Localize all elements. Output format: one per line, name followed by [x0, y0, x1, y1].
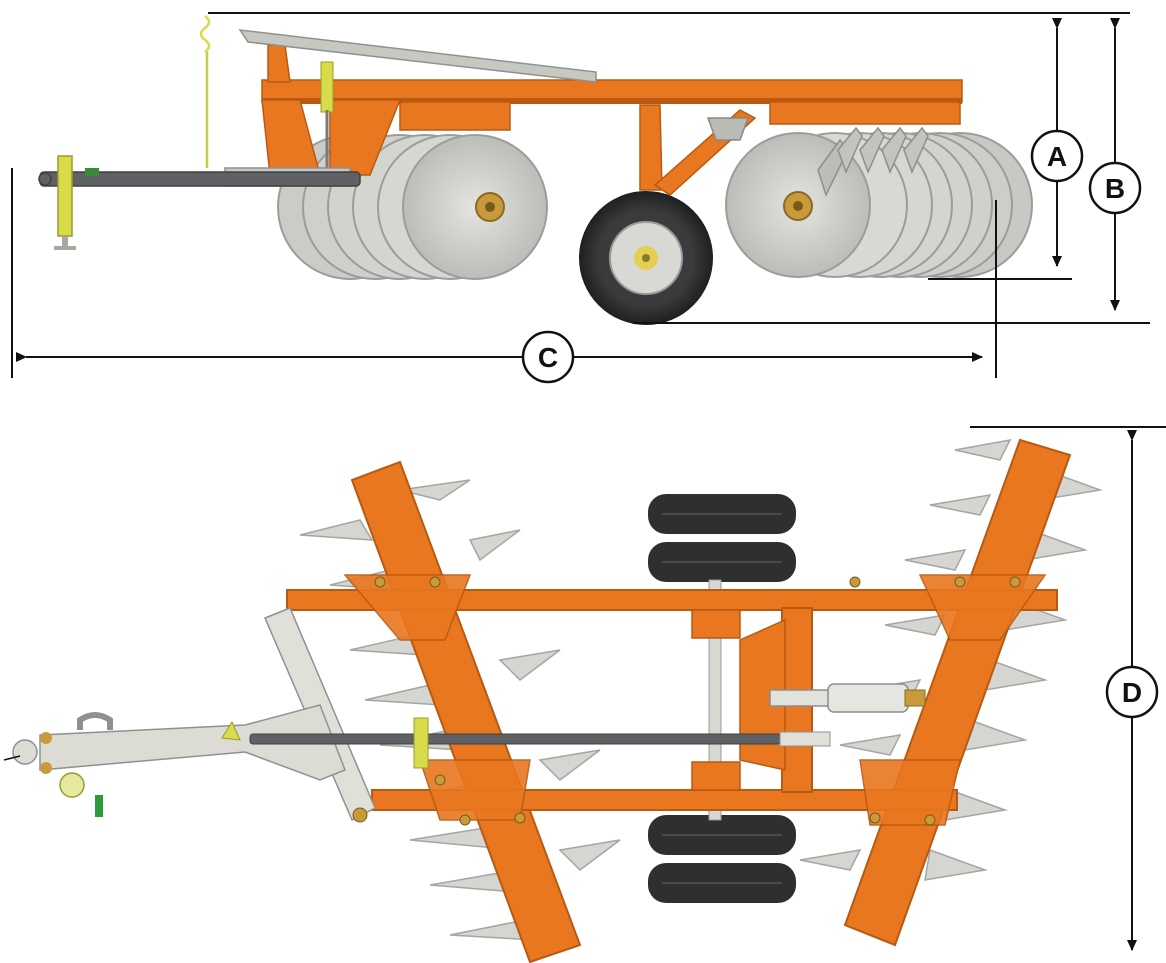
- front-disc-gang: [277, 134, 548, 280]
- dimension-label-d: D: [1105, 665, 1159, 719]
- hitch-tongue: [39, 704, 346, 781]
- transport-wheel: [579, 191, 713, 325]
- leveling-bar: [238, 29, 597, 83]
- top-drawbar: [249, 733, 781, 745]
- top-view: D: [3, 426, 1166, 963]
- jack-stand: [57, 155, 73, 237]
- dimension-label-c: C: [521, 330, 575, 384]
- hydraulic-cylinder: [769, 683, 926, 713]
- top-view-tires: [648, 494, 796, 903]
- front-cross-beam: [286, 589, 1058, 611]
- dimension-label-d-text: D: [1122, 677, 1142, 708]
- dimension-label-a-text: A: [1047, 141, 1067, 172]
- rear-disc-gang: [725, 126, 1033, 278]
- dimension-label-c-text: C: [538, 342, 558, 373]
- dimension-label-a: A: [1030, 129, 1084, 183]
- dimension-label-b: B: [1088, 161, 1142, 215]
- dimension-label-b-text: B: [1105, 173, 1125, 204]
- side-view: A B C: [11, 12, 1150, 384]
